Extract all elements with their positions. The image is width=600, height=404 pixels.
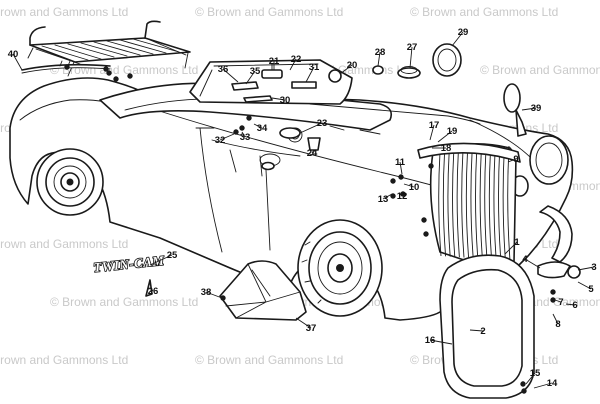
leader-line [377,51,381,67]
callout-number: 15 [530,368,541,379]
callout-number: 8 [555,319,560,330]
leader-line [577,266,595,271]
callout-number: 3 [591,262,596,273]
leader-line [205,291,223,299]
leader-line [222,68,239,83]
leader-lines [12,31,595,389]
leader-line [305,66,315,83]
leader-line [525,372,536,385]
callout-number: 1 [514,237,520,248]
callout-number: 2 [480,326,485,337]
leader-line [289,58,297,71]
leader-line [429,339,453,345]
leader-line [149,254,173,266]
leader-line [403,183,415,188]
callout-number: 9 [513,154,518,165]
leader-line [382,193,393,200]
callout-number: 32 [215,135,226,146]
callout-number: 39 [531,103,542,114]
grille-surround [439,254,535,399]
watermark-text: © Brown and Gammons Ltd [195,353,343,367]
small-parts [64,43,581,394]
callout-number: 35 [250,66,261,77]
leader-line [339,64,353,75]
leader-line [429,124,435,141]
leader-line [565,303,576,306]
leader-line [469,329,484,332]
callout-number: 28 [375,47,386,58]
callout-number: 30 [280,95,291,106]
watermark-text: © Brown and Gammons Ltd [0,353,128,367]
leader-line [552,313,559,325]
twin-cam-badge: TWIN-CAM [93,253,165,275]
callout-number: 18 [441,143,452,154]
watermark-text: © Brown and Gammons Ltd [0,5,128,19]
heater-box [219,260,307,321]
leader-line [437,130,453,143]
callout-number: 19 [447,126,458,137]
leader-line [521,107,537,111]
leader-line [271,97,286,101]
watermark-text: © Brown and Gammons Ltd [195,5,343,19]
car-body [9,77,574,321]
callout-number: 36 [218,64,229,75]
leader-line [504,241,518,255]
callout-number: 7 [558,297,563,308]
leader-line [12,53,23,71]
leader-line [577,281,592,290]
leader-line [295,317,312,329]
leader-line [311,149,315,154]
callout-number: 10 [409,182,420,193]
leader-line [507,158,517,163]
callout-number: 4 [522,254,528,265]
callout-number: 5 [588,284,594,295]
leader-line [451,31,464,47]
leader-line [253,123,263,129]
callout-number: 40 [8,49,19,60]
watermark-text: © Brown and Gammons Ltd [480,63,600,77]
callout-number: 22 [291,54,302,65]
callout-number: 31 [309,62,320,73]
callout-number: 16 [425,335,436,346]
callout-number: 23 [317,118,328,129]
callout-number: 29 [458,27,469,38]
callout-number: 20 [347,60,358,71]
leader-line [219,133,235,141]
leader-line [245,70,256,85]
callout-number: 11 [395,157,406,168]
leader-line [149,287,154,292]
leader-line [399,193,403,197]
leader-line [399,161,403,175]
callout-number: 38 [201,287,212,298]
luggage-rack [21,20,191,79]
grille-assembly [417,142,521,266]
watermark-text: © Brown and Gammons Ltd [0,237,128,251]
callout-number: 13 [378,194,389,205]
callout-number: 27 [407,42,418,53]
leader-line [409,46,413,69]
leader-line [554,299,562,303]
leader-line [241,131,246,138]
callout-number: 37 [306,323,317,334]
watermark-text: © Brown and Gammons Ltd [50,295,198,309]
callout-number: 24 [307,148,318,159]
callout-number: 25 [167,250,178,261]
callout-number: 21 [269,56,280,67]
leader-line [533,382,553,389]
leader-line [299,122,323,134]
callout-number: 12 [397,191,408,202]
callout-number: 34 [257,123,268,134]
callout-number: 6 [572,300,577,311]
leader-line [524,258,541,269]
watermark-text: © Brown and Gammons Ltd [410,5,558,19]
callout-number: 17 [429,120,440,131]
callout-number: 26 [148,286,159,297]
callout-number: 33 [240,132,251,143]
callout-number: 14 [547,378,558,389]
